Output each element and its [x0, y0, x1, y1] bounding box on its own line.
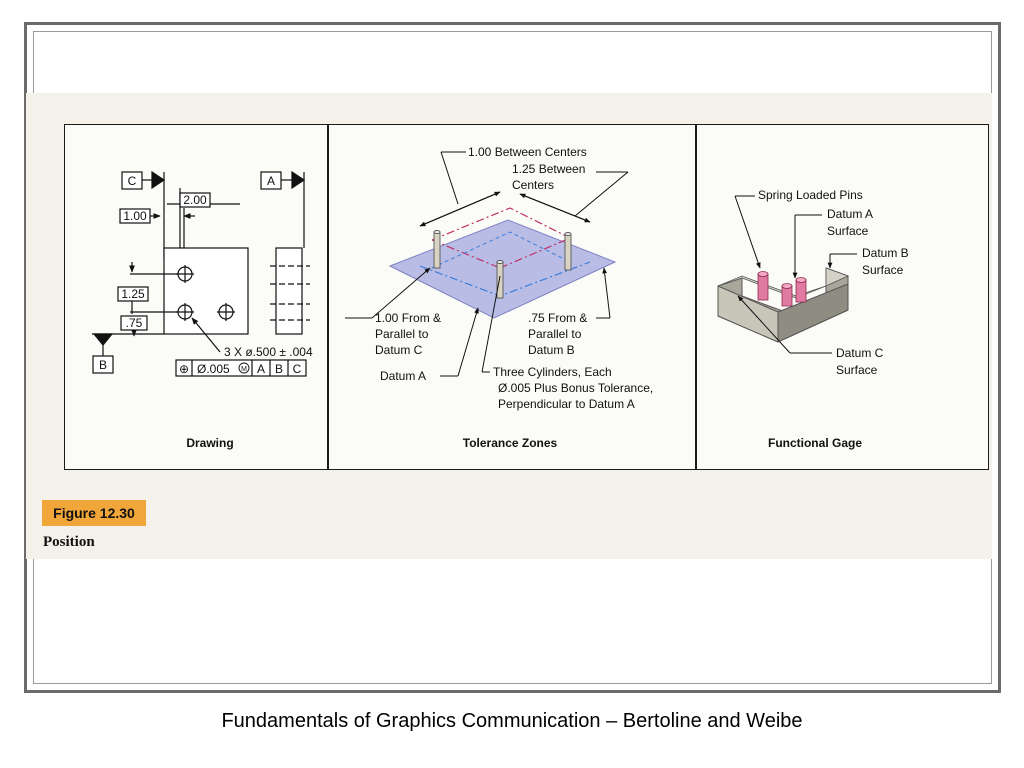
- tolerance-labels: 1.00 Between Centers 1.25 Between Center…: [375, 145, 653, 411]
- from-c-l2: Parallel to: [375, 327, 429, 341]
- gage-datum-c-l1: Datum C: [836, 346, 884, 360]
- gage-panel: [717, 195, 857, 354]
- gage-pin-3: [795, 279, 807, 303]
- datum-c-line: [431, 207, 571, 241]
- dim-100-label: 1.00: [123, 209, 147, 223]
- gage-datum-c-l2: Surface: [836, 363, 878, 377]
- from-b-l2: Parallel to: [528, 327, 582, 341]
- drawing-labels: C A B 2.00 1.00 1.25 .75 3 X ø.500 ± .00…: [99, 174, 313, 376]
- part-front-view: [163, 247, 249, 335]
- gage-datum-a-l2: Surface: [827, 224, 869, 238]
- cylinders-l1: Three Cylinders, Each: [493, 365, 612, 379]
- slide-footer: Fundamentals of Graphics Communication –…: [221, 710, 803, 732]
- fcf-modifier: M: [241, 366, 247, 373]
- part-side-view: [275, 247, 303, 335]
- tolerance-zones-title: Tolerance Zones: [462, 436, 558, 450]
- drawing-title: Drawing: [186, 436, 234, 450]
- datum-c-label: C: [128, 174, 137, 188]
- figure-number-badge: Figure 12.30: [42, 500, 146, 526]
- fcf-datum-3: C: [293, 362, 302, 376]
- datum-b-triangle: [92, 333, 114, 346]
- from-b-l1: .75 From &: [528, 311, 587, 325]
- datum-a-label: A: [267, 174, 275, 188]
- fcf-datum-1: A: [257, 362, 265, 376]
- tolerance-cylinder-2: [496, 261, 504, 299]
- datum-b-label: B: [99, 358, 107, 372]
- dim-075-label: .75: [126, 316, 143, 330]
- panel-divider-2: [695, 125, 697, 469]
- between-centers-125-l1: 1.25 Between: [512, 162, 585, 176]
- dim-200-label: 2.00: [183, 193, 207, 207]
- cylinders-l3: Perpendicular to Datum A: [498, 397, 635, 411]
- tolerance-panel: [345, 151, 629, 377]
- tolerance-datum-a: Datum A: [380, 369, 426, 383]
- dim-200-box: [179, 192, 211, 208]
- gage-pin-1: [757, 273, 769, 301]
- between-centers-125-l2: Centers: [512, 178, 554, 192]
- gage-datum-b-l2: Surface: [862, 263, 904, 277]
- mmc-modifier-circle: [238, 362, 250, 374]
- panel-divider-1: [327, 125, 329, 469]
- fcf-datum-2: B: [275, 362, 283, 376]
- tolerance-cylinder-1: [433, 231, 441, 269]
- tolerance-cylinder-3: [564, 233, 572, 271]
- gage-datum-a-l1: Datum A: [827, 207, 873, 221]
- datum-b-box: [92, 355, 114, 374]
- hole-note: 3 X ø.500 ± .004: [224, 345, 313, 359]
- from-b-l3: Datum B: [528, 343, 575, 357]
- from-c-l3: Datum C: [375, 343, 423, 357]
- fcf-position-symbol: ⊕: [179, 362, 189, 376]
- gage-labels: Spring Loaded Pins Datum A Surface Datum…: [758, 188, 909, 377]
- functional-gage-title: Functional Gage: [767, 436, 862, 450]
- feature-control-frame: [175, 359, 307, 377]
- gage-pins-label: Spring Loaded Pins: [758, 188, 863, 202]
- gage-pin-2: [781, 285, 793, 307]
- figure-caption: Position: [43, 534, 95, 550]
- drawing-panel: [92, 170, 310, 377]
- datum-a-triangle: [291, 170, 306, 190]
- fcf-tolerance: Ø.005: [197, 362, 230, 376]
- cylinders-l2: Ø.005 Plus Bonus Tolerance,: [498, 381, 653, 395]
- datum-c-triangle: [151, 170, 166, 190]
- between-centers-100: 1.00 Between Centers: [468, 145, 587, 159]
- gage-datum-b-l1: Datum B: [862, 246, 909, 260]
- dim-125-label: 1.25: [121, 287, 145, 301]
- from-c-l1: 1.00 From &: [375, 311, 441, 325]
- dim-125-box: [117, 286, 149, 302]
